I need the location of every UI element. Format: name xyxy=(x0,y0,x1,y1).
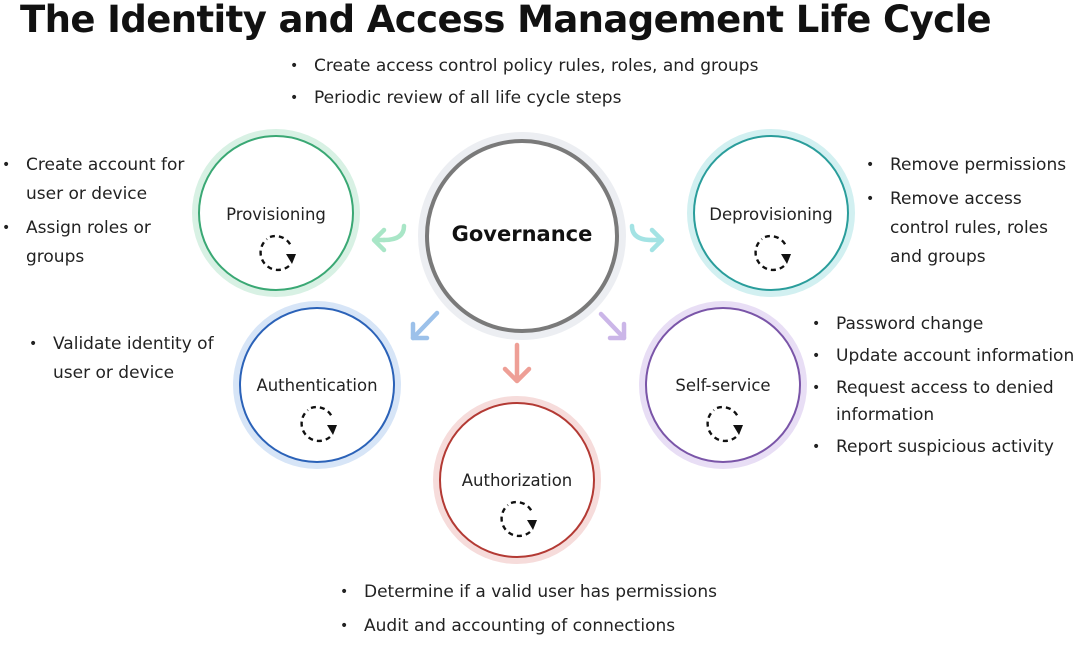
list-item: Update account information xyxy=(812,343,1078,370)
list-item: Remove access control rules, roles and g… xyxy=(866,185,1076,272)
arrow-to-deprovisioning-icon xyxy=(629,223,665,253)
arrow-to-authorization-icon xyxy=(502,342,532,384)
arrow-to-authentication-icon xyxy=(410,310,440,341)
deprovisioning-label: Deprovisioning xyxy=(709,205,832,224)
authentication-label: Authentication xyxy=(256,376,377,395)
provisioning-label: Provisioning xyxy=(226,205,326,224)
self-service-label: Self-service xyxy=(675,376,770,395)
list-item: Validate identity of user or device xyxy=(29,330,229,388)
governance-node: Governance xyxy=(418,132,626,340)
self-service-node: Self-service xyxy=(639,301,807,469)
page-title: The Identity and Access Management Life … xyxy=(20,0,992,41)
list-item: Password change xyxy=(812,311,1078,338)
list-item: Request access to denied information xyxy=(812,375,1078,429)
authorization-node: Authorization xyxy=(433,396,601,564)
deprovisioning-notes: Remove permissions Remove access control… xyxy=(866,151,1076,277)
deprovisioning-node: Deprovisioning xyxy=(687,129,855,297)
list-item: Report suspicious activity xyxy=(812,434,1078,461)
authentication-node: Authentication xyxy=(233,301,401,469)
self-service-notes: Password change Update account informati… xyxy=(812,311,1078,461)
governance-label: Governance xyxy=(452,222,593,246)
provisioning-node: Provisioning xyxy=(192,129,360,297)
authorization-notes: Determine if a valid user has permission… xyxy=(340,579,780,640)
governance-notes: Create access control policy rules, role… xyxy=(290,53,810,111)
list-item: Create access control policy rules, role… xyxy=(290,53,810,79)
provisioning-notes: Create account for user or device Assign… xyxy=(2,151,197,277)
list-item: Assign roles or groups xyxy=(2,214,197,272)
authentication-notes: Validate identity of user or device xyxy=(29,330,229,388)
list-item: Create account for user or device xyxy=(2,151,197,209)
list-item: Remove permissions xyxy=(866,151,1076,180)
list-item: Periodic review of all life cycle steps xyxy=(290,85,810,111)
authorization-label: Authorization xyxy=(462,471,573,490)
list-item: Determine if a valid user has permission… xyxy=(340,579,780,606)
list-item: Audit and accounting of connections xyxy=(340,613,780,640)
arrow-to-provisioning-icon xyxy=(371,223,407,253)
arrow-to-self-service-icon xyxy=(598,311,627,341)
